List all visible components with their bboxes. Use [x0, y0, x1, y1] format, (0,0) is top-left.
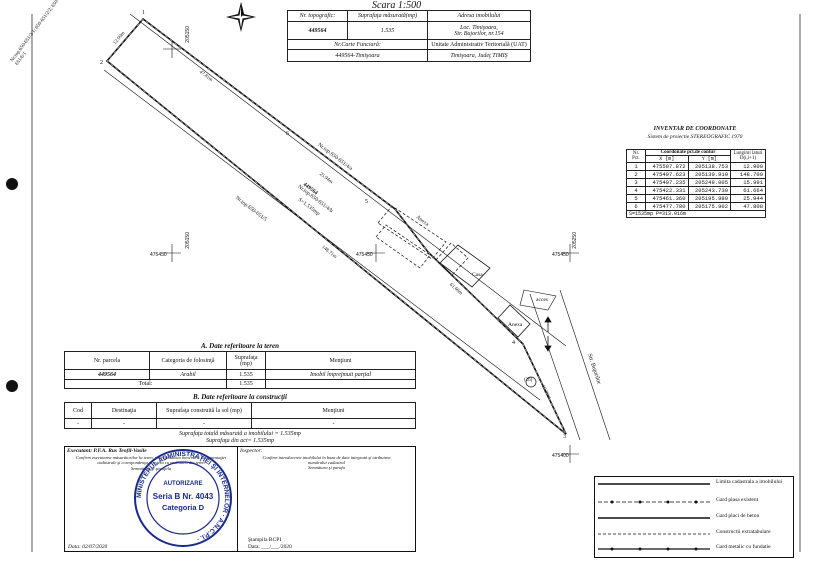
constructii-h-destinatia: Destinaţia	[91, 402, 157, 419]
executant-date: Data: 02/07/2020	[68, 544, 108, 550]
teren-mentiuni: Imobil împrejmuit parţial	[265, 369, 416, 380]
total-act: Suprafaţa din act= 1.535mp	[205, 438, 275, 444]
cf-value: 449564-Timişoara	[287, 49, 428, 62]
north-arrow-icon	[226, 2, 256, 32]
inventar-footer: S=1535mp P=313.016m	[626, 210, 766, 218]
inspector-stamp-label: Ştampila BCPI	[248, 537, 282, 543]
grid-y-3: 205250	[572, 232, 578, 249]
teren-parcela: 449564	[64, 369, 150, 380]
teren-categoria: Arabil	[149, 369, 227, 380]
inventar-subtitle: Sistem de proiectie STEREOGRAFIC 1970	[647, 134, 743, 140]
legend-box	[594, 476, 794, 558]
grid-x-2: 475450	[356, 252, 373, 258]
inventar-title: INVENTAR DE COORDONATE	[653, 126, 737, 132]
anexa-label-2: Anexa	[508, 322, 523, 328]
header-table: Nr. topografic: Suprafaţa măsurată(mp) A…	[287, 10, 531, 62]
constructii-cod: -	[64, 418, 92, 429]
legend-item-5: Gard metalic cu fundatie	[716, 544, 771, 550]
total-masurata: Suprafaţa totală măsurată a imobilului =…	[179, 431, 301, 437]
point-1: 1	[142, 10, 145, 16]
point-2: 2	[100, 60, 103, 66]
uat-value: Timişoara, Judeţ TIMIŞ	[427, 49, 531, 62]
legend-item-3: Gard placi de beton	[716, 513, 760, 519]
constructii-suprafata: -	[156, 418, 252, 429]
stamp-ring-icon: MINISTERUL ADMINISTRAŢIEI ŞI INTERNELOR …	[134, 449, 232, 547]
teren-table: Nr. parcela Categoria de folosinţă Supra…	[64, 351, 416, 389]
inspector-box: Inspector: Confirm introducerea imobilul…	[238, 446, 416, 552]
inspector-sig: Semnătura şi parafa	[308, 465, 345, 470]
grid-x-4: 475400	[552, 453, 569, 459]
punch-hole-top	[6, 178, 18, 190]
teren-total-label: Total:	[64, 379, 227, 389]
teren-suprafata: 1.535	[226, 369, 266, 380]
adresa-line-2: Str. Bujorilor, nr.154	[454, 30, 504, 37]
constructii-destinatia: -	[91, 418, 157, 429]
legend-item-4: Constructii extratabulare	[716, 529, 771, 535]
constructii-title: B. Date referitoare la construcţii	[193, 393, 287, 401]
teren-total: 1.535	[226, 379, 266, 389]
teren-h-suprafata: Suprafaţa (mp)	[226, 351, 266, 370]
constructii-h-cod: Cod	[64, 402, 92, 419]
casa-label: Casa	[472, 272, 483, 278]
grid-y-2: 205150	[185, 232, 191, 249]
grid-x-3: 475450	[552, 252, 569, 258]
point-3: 3	[563, 434, 566, 440]
executant-label: Executant: P.F.A. Rus Teofil-Vasile	[67, 448, 147, 454]
punch-hole-bottom	[6, 380, 18, 392]
grid-x-1: 475450	[150, 252, 167, 258]
scale-label: Scara 1:500	[372, 0, 422, 11]
constructii-h-suprafata: Suprafaţa construită la sol (mp)	[156, 402, 252, 419]
teren-h-categoria: Categoria de folosinţă	[149, 351, 227, 370]
adresa-line-1: Loc. Timişoara,	[460, 24, 498, 31]
inspector-text: Confirm introducerea imobilului în baza …	[262, 455, 391, 465]
teren-title: A. Date referitoare la teren	[201, 342, 279, 350]
inspector-date: Data: ___/___/2020	[248, 544, 292, 550]
circled-number: (26)	[524, 378, 533, 383]
constructii-h-mentiuni: Menţiuni	[251, 402, 416, 419]
executant-sig: Semnătura şi ştampila	[130, 466, 172, 471]
teren-h-mentiuni: Menţiuni	[265, 351, 416, 370]
point-5: 5	[365, 199, 368, 205]
legend-item-2: Gard plasa existent	[716, 497, 759, 503]
grid-y-1: 205150	[185, 26, 191, 43]
constructii-table: Cod Destinaţia Suprafaţa construită la s…	[64, 402, 416, 429]
acces-label: acces	[536, 297, 548, 303]
inspector-label: Inspector:	[240, 448, 263, 454]
constructii-mentiuni: -	[251, 418, 416, 429]
stamp-line-2: Seria B Nr. 4043	[152, 492, 214, 501]
teren-h-parcela: Nr. parcela	[64, 351, 150, 370]
point-4: 4	[512, 340, 515, 346]
stamp-line-1: AUTORIZARE	[163, 481, 203, 487]
stamp-line-3: Categoria D	[161, 503, 205, 512]
inventar-table: Nr. Pct. Coordonate pct.de contur Lungim…	[626, 149, 766, 218]
teren-total-empty	[265, 379, 416, 389]
legend-item-1: Limita cadastrala a imobilului	[716, 479, 783, 485]
point-6: 6	[286, 131, 289, 137]
authorization-stamp: MINISTERUL ADMINISTRAŢIEI ŞI INTERNELOR …	[132, 447, 234, 549]
